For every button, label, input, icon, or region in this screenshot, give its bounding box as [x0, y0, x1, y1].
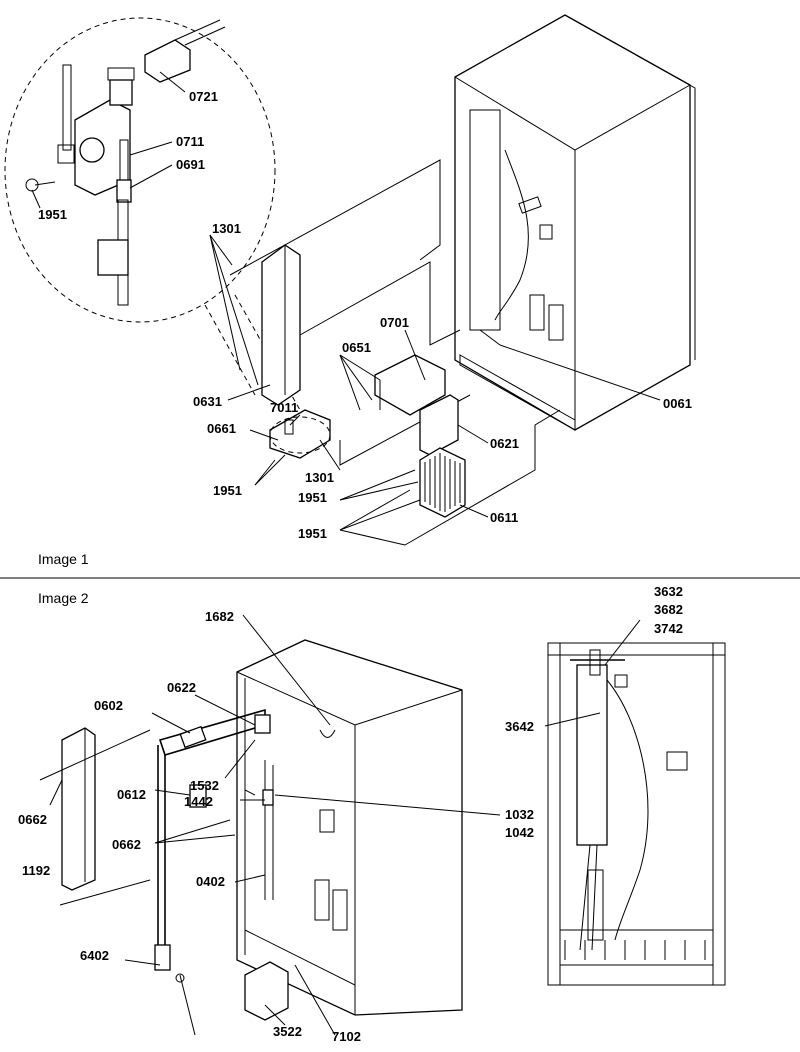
caption-image2: Image 2 — [38, 590, 89, 606]
label-3742: 3742 — [654, 621, 683, 636]
label-7102: 7102 — [332, 1029, 361, 1044]
image1-labels: 0721 0711 0691 1951 1301 0701 0651 0631 … — [38, 89, 692, 541]
label-1442: 1442 — [184, 794, 213, 809]
valve-bracket-small — [269, 409, 331, 459]
label-0061: 0061 — [663, 396, 692, 411]
label-7011: 7011 — [270, 400, 298, 415]
drain-bracket-assembly — [374, 354, 459, 456]
label-1951-mid: 1951 — [298, 490, 327, 505]
cabinet-back-frame-view — [547, 642, 726, 986]
label-3522: 3522 — [273, 1024, 302, 1039]
label-1032: 1032 — [505, 807, 534, 822]
label-1951-left: 1951 — [213, 483, 242, 498]
caption-image1: Image 1 — [38, 551, 89, 567]
label-3632: 3632 — [654, 584, 683, 599]
label-0621: 0621 — [490, 436, 519, 451]
label-0612: 0612 — [117, 787, 146, 802]
duct-cover-panel — [261, 244, 301, 406]
label-1301-bottom: 1301 — [305, 470, 334, 485]
label-6402: 6402 — [80, 948, 109, 963]
label-1951-detail: 1951 — [38, 207, 67, 222]
image2-drawing — [39, 614, 726, 1036]
label-1951-bottom: 1951 — [298, 526, 327, 541]
frame-bottom-slats — [564, 940, 706, 960]
label-1301-top: 1301 — [212, 221, 241, 236]
thermostat-parts — [179, 714, 274, 808]
label-0402: 0402 — [196, 874, 225, 889]
defrost-tube-assembly — [154, 708, 266, 1036]
label-1192: 1192 — [22, 863, 50, 878]
label-1532: 1532 — [190, 778, 219, 793]
label-1042: 1042 — [505, 825, 534, 840]
label-0622: 0622 — [167, 680, 196, 695]
detail-valve-assembly — [25, 19, 226, 306]
image1-drawing — [4, 14, 696, 546]
label-3642: 3642 — [505, 719, 534, 734]
label-0631: 0631 — [193, 394, 222, 409]
detail-callout-circle — [4, 17, 276, 323]
refrigerator-cabinet-image1 — [454, 14, 696, 431]
label-3682: 3682 — [654, 602, 683, 617]
label-0611: 0611 — [490, 510, 518, 525]
label-0662-mid: 0662 — [112, 837, 141, 852]
drain-pan — [244, 961, 289, 1021]
label-0721: 0721 — [189, 89, 218, 104]
image1-leader-lines — [31, 71, 661, 546]
image2-leader-lines — [39, 614, 641, 1036]
label-0701: 0701 — [380, 315, 409, 330]
freezer-duct-cover — [61, 727, 96, 891]
label-0662-left: 0662 — [18, 812, 47, 827]
image2-labels: 3632 3682 3742 1682 0622 0602 3642 0612 … — [18, 584, 683, 1044]
refrigerator-cabinet-image2 — [236, 639, 463, 1016]
label-0691: 0691 — [176, 157, 205, 172]
access-grille — [419, 447, 466, 518]
label-1682: 1682 — [205, 609, 234, 624]
label-0602: 0602 — [94, 698, 123, 713]
label-0661: 0661 — [207, 421, 236, 436]
label-0711: 0711 — [176, 134, 204, 149]
label-0651: 0651 — [342, 340, 371, 355]
